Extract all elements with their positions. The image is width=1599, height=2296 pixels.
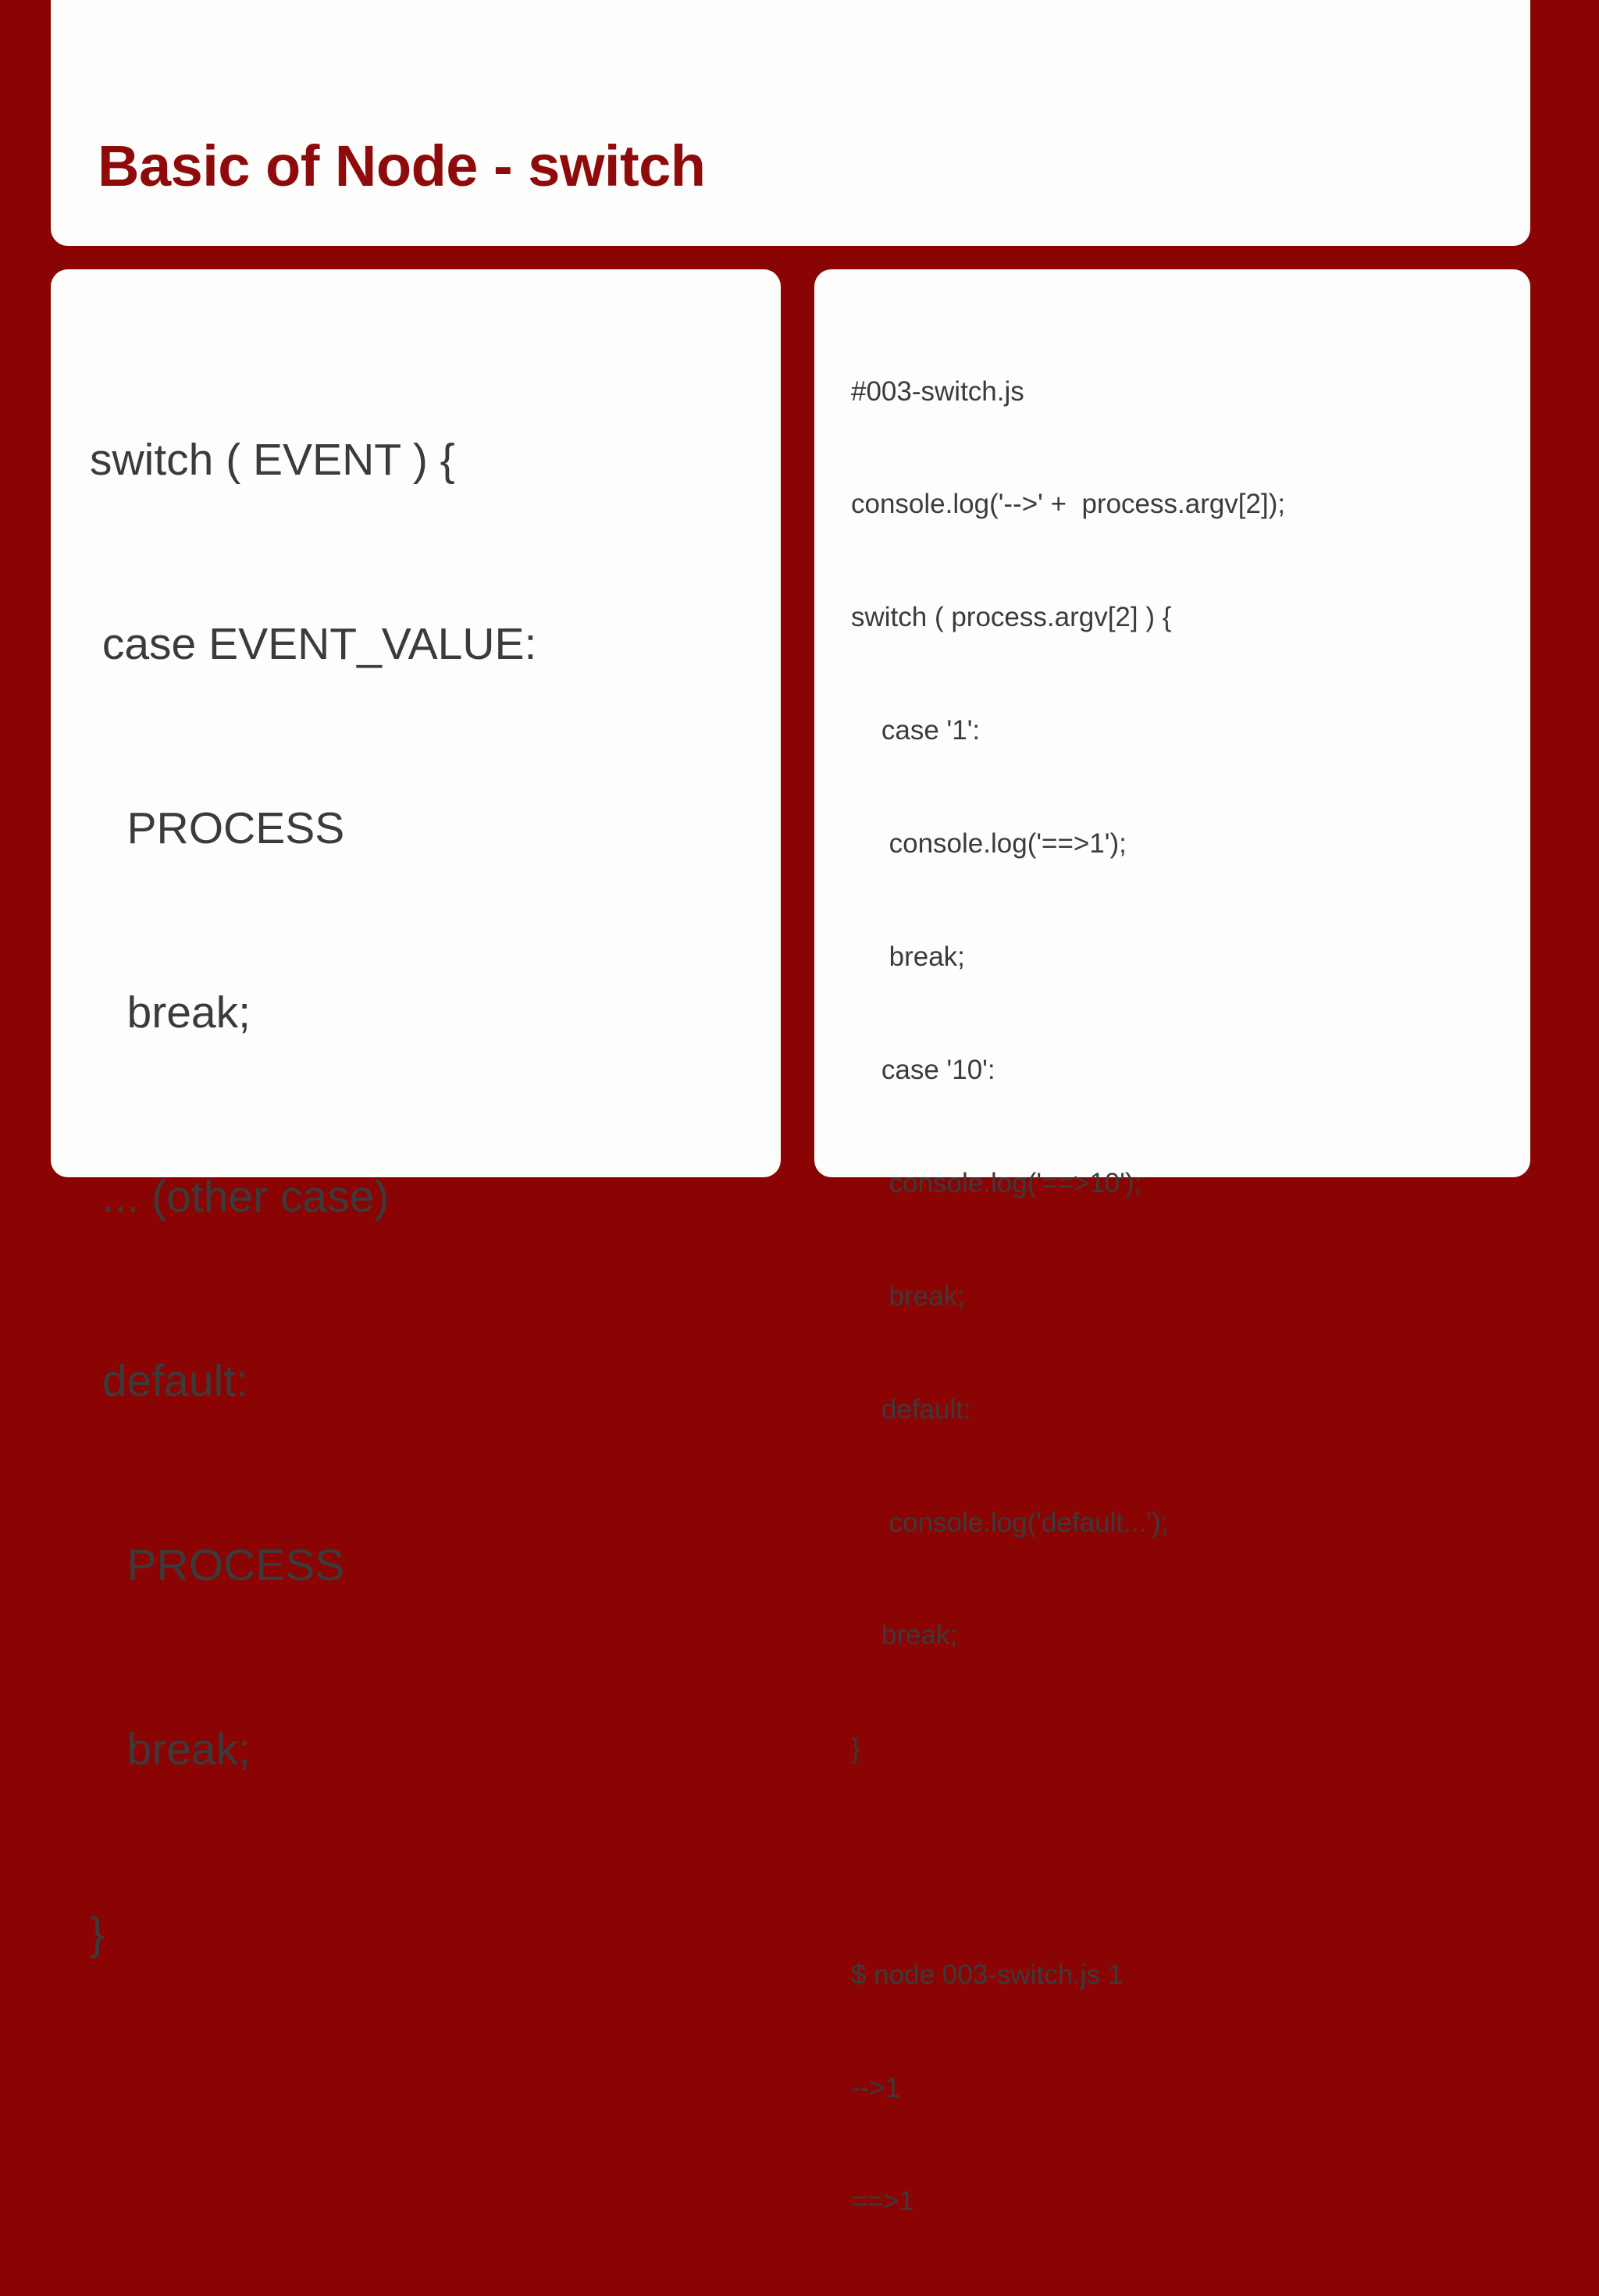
- title-card: Basic of Node - switch: [51, 0, 1530, 246]
- code-line: break;: [851, 1620, 958, 1651]
- code-spacer: [851, 1843, 1519, 1881]
- terminal-output-line: ==>1: [851, 2185, 914, 2216]
- terminal-output-line: -->1: [851, 2072, 901, 2103]
- slide-root: Basic of Node - switch switch ( EVENT ) …: [51, 0, 1530, 2216]
- pseudocode-line: break;: [90, 1725, 251, 1775]
- code-line: switch ( process.argv[2] ) {: [851, 602, 1172, 633]
- pseudocode-line: PROCESS: [90, 803, 345, 854]
- code-line: console.log('default...');: [851, 1507, 1169, 1538]
- pseudocode-text: switch ( EVENT ) { case EVENT_VALUE: PRO…: [90, 307, 765, 2088]
- pseudocode-line: }: [90, 1909, 105, 1960]
- code-line: break;: [851, 1280, 965, 1312]
- source-code-text: #003-switch.js console.log('-->' + proce…: [851, 297, 1519, 2296]
- pseudocode-line: default:: [90, 1356, 248, 1407]
- code-line: #003-switch.js: [851, 376, 1024, 407]
- code-line: break;: [851, 942, 965, 973]
- code-line: case '1':: [851, 715, 981, 746]
- code-line: case '10':: [851, 1054, 995, 1085]
- code-line: console.log('-->' + process.argv[2]);: [851, 489, 1286, 520]
- code-line: default:: [851, 1394, 971, 1425]
- page-title: Basic of Node - switch: [98, 133, 706, 198]
- example-code-panel: #003-switch.js console.log('-->' + proce…: [814, 269, 1530, 2216]
- pseudocode-line: ... (other case): [90, 1172, 390, 1223]
- terminal-command: $ node 003-switch.js 1: [851, 1960, 1124, 1991]
- pseudocode-line: switch ( EVENT ) {: [90, 435, 455, 486]
- code-line: console.log('==>10');: [851, 1167, 1142, 1198]
- pseudocode-line: break;: [90, 988, 251, 1038]
- pseudocode-line: case EVENT_VALUE:: [90, 619, 537, 670]
- code-line: }: [851, 1733, 860, 1764]
- pseudocode-line: PROCESS: [90, 1540, 345, 1591]
- code-line: console.log('==>1');: [851, 828, 1127, 860]
- pseudocode-panel: switch ( EVENT ) { case EVENT_VALUE: PRO…: [51, 269, 781, 1959]
